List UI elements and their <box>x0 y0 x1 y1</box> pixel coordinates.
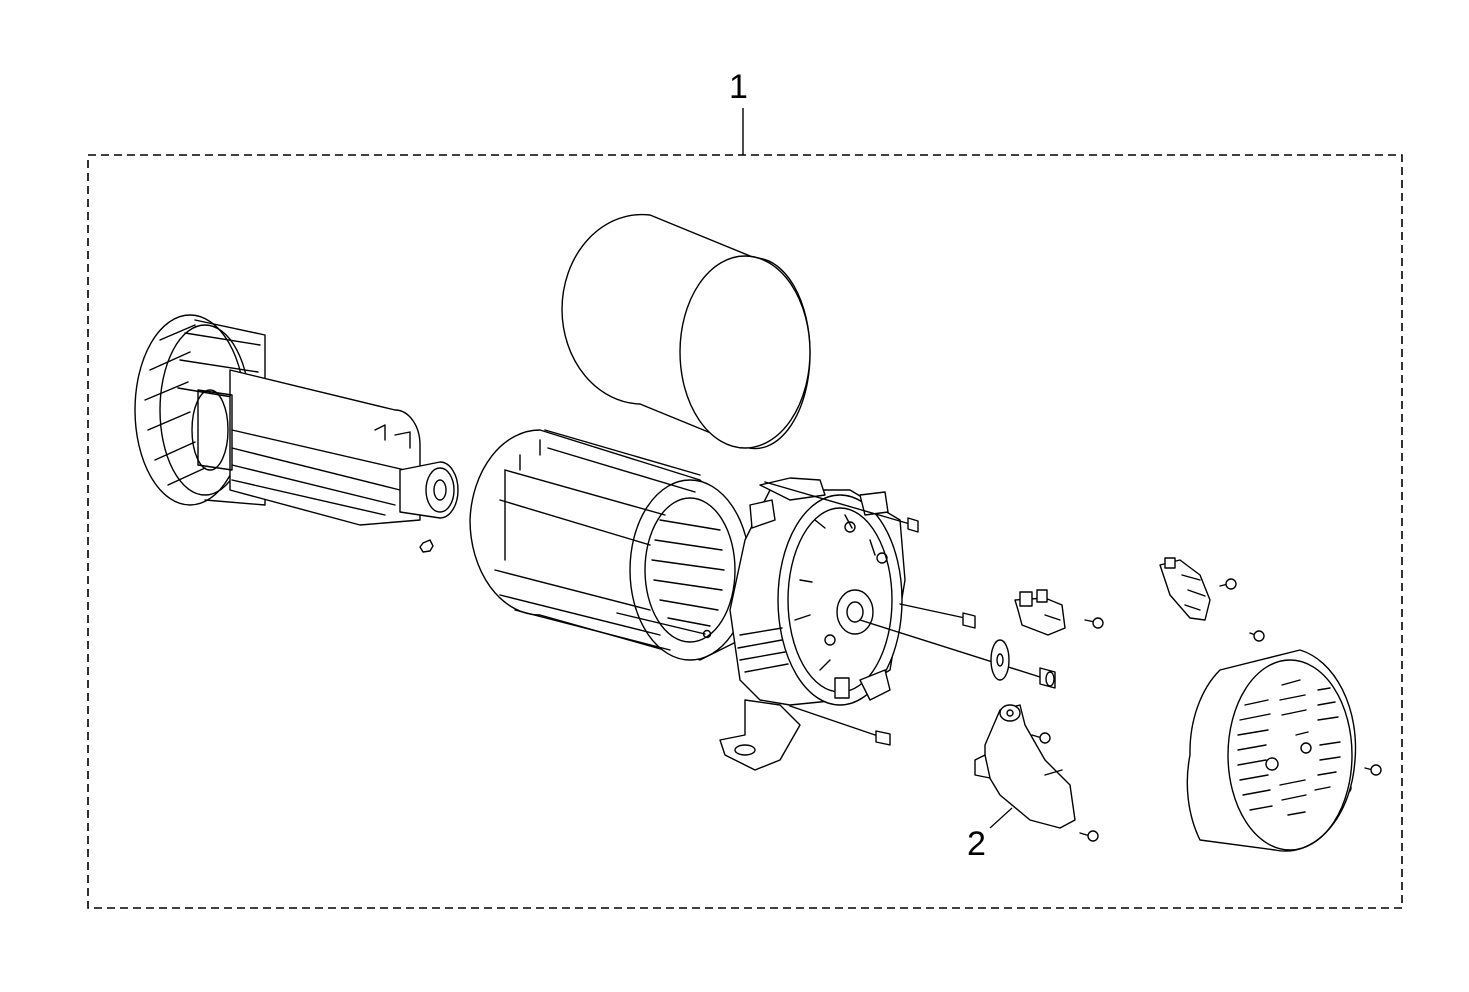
through-bolts <box>764 481 1041 746</box>
rectifier-module <box>1159 557 1211 621</box>
rotor-fan-assembly <box>134 314 459 526</box>
end-bracket <box>719 477 906 771</box>
terminal-cover <box>974 704 1076 829</box>
screw <box>1079 830 1099 842</box>
small-nut <box>419 539 434 553</box>
screw <box>1084 617 1104 629</box>
stator-housing <box>469 429 751 661</box>
screw <box>1249 630 1265 642</box>
callout-2-leader <box>989 807 1013 829</box>
screw <box>1031 732 1051 744</box>
callout-2[interactable]: 2 <box>967 807 1013 863</box>
screw <box>1219 578 1237 590</box>
screw <box>1364 764 1382 776</box>
center-bolt-washer <box>990 639 1056 689</box>
brush-holder <box>1014 589 1066 636</box>
small-screws <box>1031 578 1382 842</box>
callout-1-label: 1 <box>729 68 748 106</box>
assembly-boundary <box>87 154 1403 909</box>
callout-1[interactable]: 1 <box>729 68 748 155</box>
callout-2-label: 2 <box>967 825 986 863</box>
vent-slots <box>1237 679 1341 816</box>
cylinder-sleeve <box>561 213 811 450</box>
end-cover-grille <box>1186 649 1357 852</box>
